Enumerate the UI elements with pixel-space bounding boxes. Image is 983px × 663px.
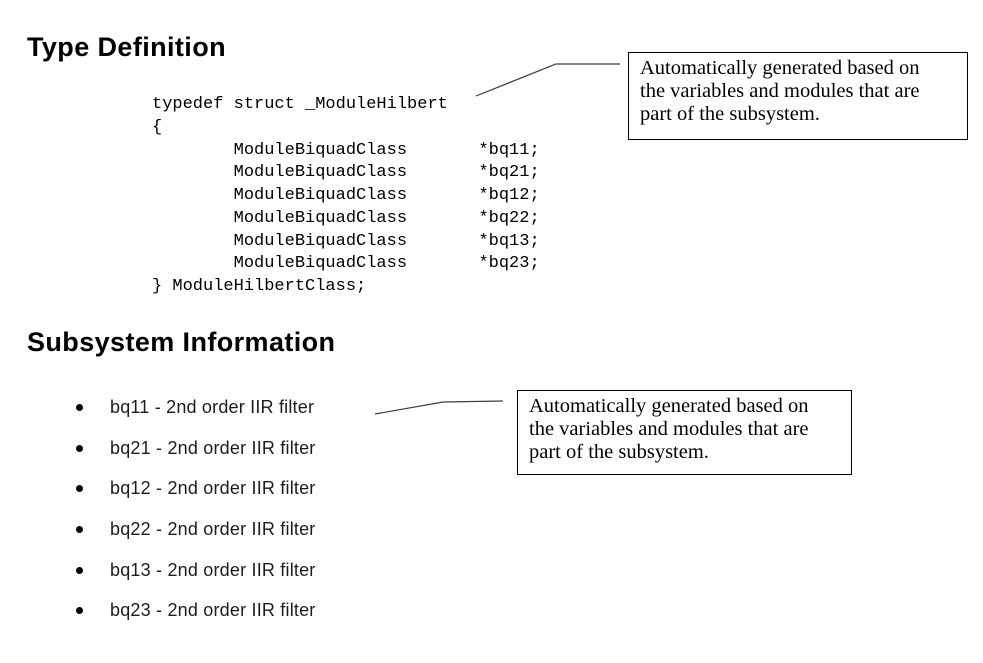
list-item-label: bq11 - 2nd order IIR filter [110,397,315,417]
code-line: ModuleBiquadClass *bq22; [152,208,540,228]
callout-text-line: the variables and modules that are [529,418,809,441]
callout-text-line: the variables and modules that are [640,80,920,103]
bullet-icon [76,526,83,534]
code-line: ModuleBiquadClass *bq11; [152,140,540,160]
code-line: ModuleBiquadClass *bq21; [152,163,540,183]
type-definition-heading: Type Definition [27,32,226,62]
code-line: } ModuleHilbertClass; [152,277,367,296]
code-line: ModuleBiquadClass *bq12; [152,186,540,205]
type-definition-code-block: typedef struct _ModuleHilbert { ModuleBi… [152,94,540,299]
subsystem-information-heading: Subsystem Information [27,327,336,357]
list-item-label: bq21 - 2nd order IIR filter [110,437,316,458]
callout-text-line: Automatically generated based on [529,395,809,417]
bullet-icon [76,485,83,493]
callout-text-line: part of the subsystem. [640,103,820,126]
bullet-icon [76,566,83,574]
list-item-label: bq12 - 2nd order IIR filter [110,478,316,499]
callout-text-line: part of the subsystem. [529,441,709,464]
list-item-label: bq23 - 2nd order IIR filter [110,600,316,621]
callout-box-subsystem: Automatically generated based on the var… [517,390,852,475]
list-item-label: bq22 - 2nd order IIR filter [110,519,316,540]
code-line: ModuleBiquadClass *bq13; [152,231,540,251]
list-item-label: bq13 - 2nd order IIR filter [110,559,316,580]
code-line: ModuleBiquadClass *bq23; [152,254,540,274]
bullet-icon [76,404,83,411]
callout-leader-line-type-definition [475,63,620,97]
callout-box-type-definition: Automatically generated based on the var… [628,52,968,140]
callout-text-line: Automatically generated based on [640,57,920,79]
bullet-icon [76,444,83,452]
callout-leader-line-subsystem [374,400,504,415]
code-line: typedef struct _ModuleHilbert [152,95,448,114]
bullet-icon [76,607,83,615]
code-line: { [152,117,163,137]
